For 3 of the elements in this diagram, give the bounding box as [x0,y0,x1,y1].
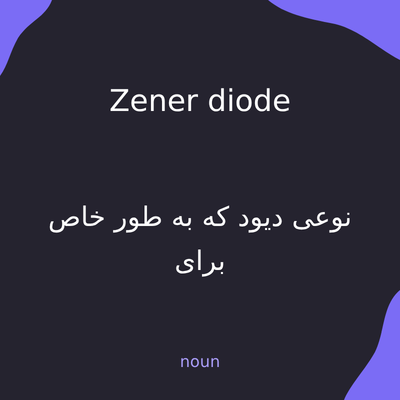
definition-text: نوعی دیود که به طور خاص برای [47,201,353,279]
part-of-speech: noun [178,351,222,373]
title: Zener diode [108,83,292,121]
